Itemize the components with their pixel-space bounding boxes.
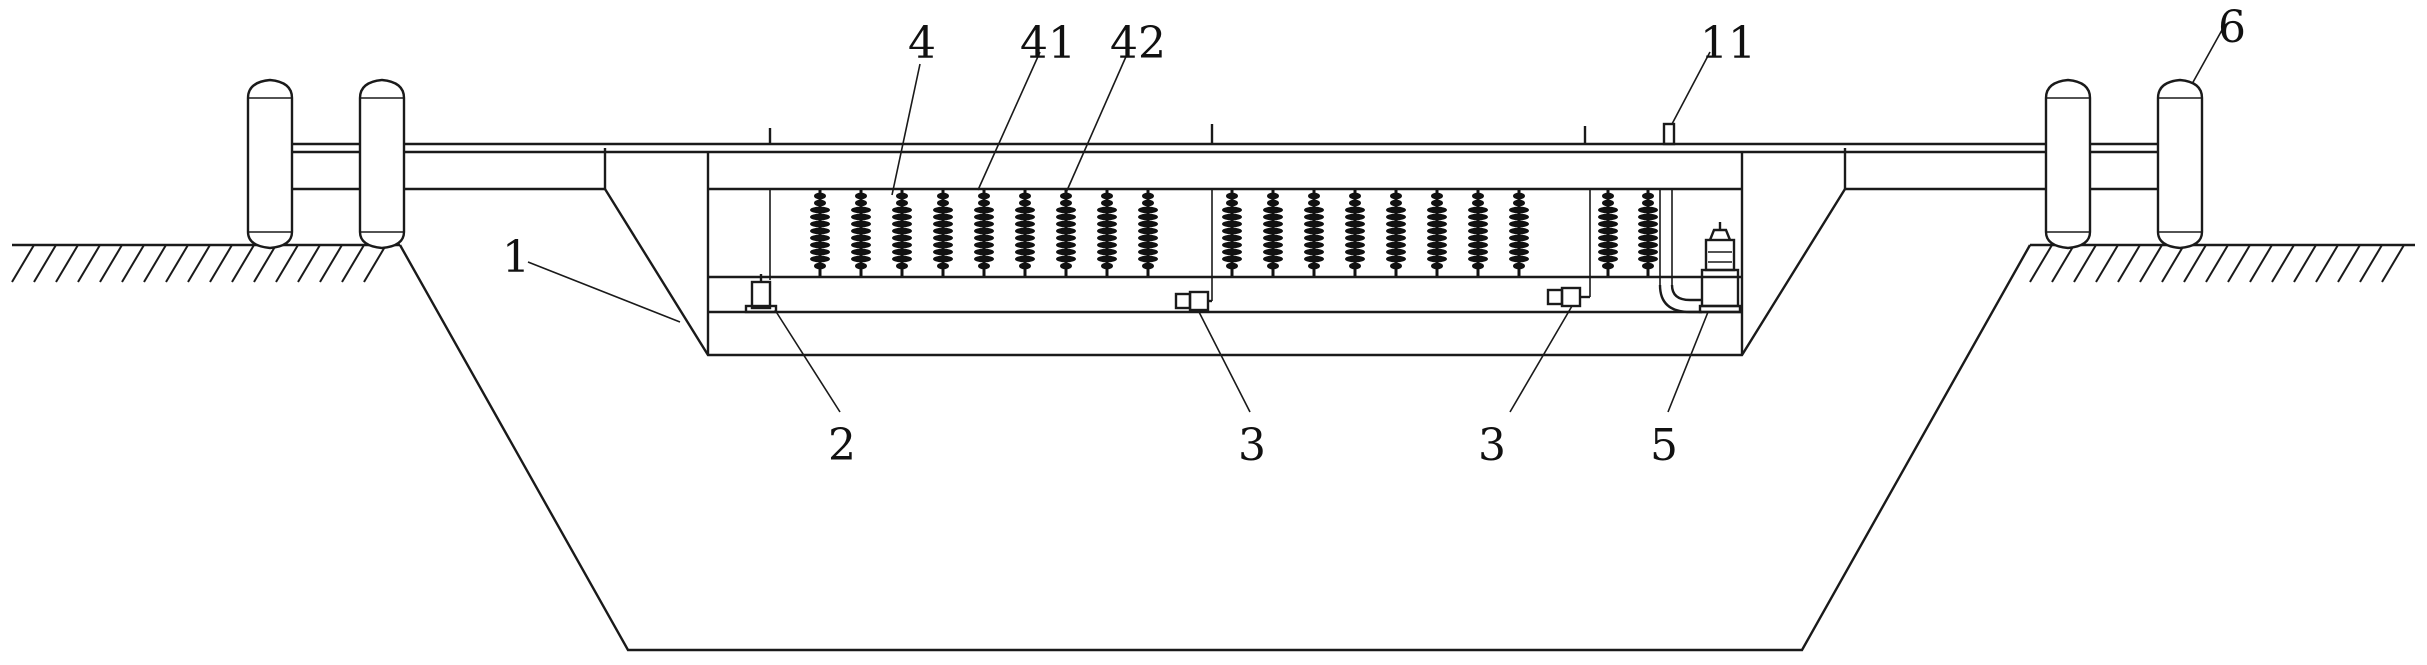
leader-lines [527, 29, 2223, 413]
ground-hatch-line [165, 244, 189, 283]
float-posts [246, 78, 2204, 250]
deck-stubs [768, 124, 1587, 144]
ground-hatch-line [363, 244, 387, 283]
filler-coil [933, 190, 953, 276]
label-42: 42 [1110, 18, 1166, 69]
label-11: 11 [1700, 18, 1756, 69]
ground-hatch-line [253, 244, 277, 283]
ground-hatch-line [187, 244, 211, 283]
filler-coil [1222, 190, 1242, 276]
label-41: 41 [1020, 18, 1076, 69]
ground-left [11, 243, 400, 283]
ground-hatch-line [2205, 244, 2229, 283]
filler-coil [1427, 190, 1447, 276]
label-2: 2 [828, 420, 856, 471]
filler-coil [1509, 190, 1529, 276]
filler-coil [1386, 190, 1406, 276]
float-post [2156, 78, 2204, 250]
ground-hatch-line [2293, 244, 2317, 283]
label-1: 1 [502, 232, 530, 283]
ground-hatch-line [143, 244, 167, 283]
ground-hatch-line [121, 244, 145, 283]
ground-hatch-line [275, 244, 299, 283]
aerator-left [1174, 277, 1213, 312]
filler-coil [1598, 190, 1618, 276]
filler-coil [1015, 190, 1035, 276]
ground-hatch-line [2117, 244, 2141, 283]
float-post [2044, 78, 2092, 250]
submersible-pump [1658, 222, 1742, 314]
biofilm-filler-group [810, 190, 1658, 276]
left-pump [744, 274, 778, 314]
ground-hatch-line [2051, 244, 2075, 283]
ground-hatch-line [2183, 244, 2207, 283]
ground-hatch-line [11, 244, 35, 283]
filler-coil [1138, 190, 1158, 276]
ground-hatch-line [2073, 244, 2097, 283]
ground-hatch-line [2359, 244, 2383, 283]
filler-coil [1263, 190, 1283, 276]
excavation-pit [398, 244, 2032, 652]
ground-hatch-line [2029, 244, 2053, 283]
ground-hatch-line [2139, 244, 2163, 283]
filler-coil [1097, 190, 1117, 276]
float-post [246, 78, 294, 250]
ground-hatch-line [2381, 244, 2405, 283]
ground-right [2029, 243, 2415, 283]
filler-coil [892, 190, 912, 276]
ground-hatch-line [33, 244, 57, 283]
ground-hatch-line [2161, 244, 2185, 283]
filler-coil [1056, 190, 1076, 276]
ground-hatch-line [319, 244, 343, 283]
filler-coil [1345, 190, 1365, 276]
ground-hatch-line [99, 244, 123, 283]
ground-hatch-line [297, 244, 321, 283]
filler-coil [1304, 190, 1324, 276]
ground-hatch-line [341, 244, 365, 283]
ground-hatch-line [2315, 244, 2339, 283]
ground-hatch-line [2095, 244, 2119, 283]
ground-hatch-line [231, 244, 255, 283]
filler-coil [810, 190, 830, 276]
ground-hatch-line [2271, 244, 2295, 283]
ground-hatch-line [2227, 244, 2251, 283]
label-3-right: 3 [1478, 420, 1506, 471]
label-5: 5 [1650, 420, 1678, 471]
filler-coil [851, 190, 871, 276]
tank-body [603, 152, 1847, 357]
filler-coil [1638, 190, 1658, 276]
vent-pipe [1662, 122, 1676, 146]
ground-hatch-line [2337, 244, 2361, 283]
ground-hatch-line [77, 244, 101, 283]
ground-hatch-line [2249, 244, 2273, 283]
ground-hatch-line [55, 244, 79, 283]
float-post [358, 78, 406, 250]
ground-hatch-line [209, 244, 233, 283]
filler-coil [974, 190, 994, 276]
filler-coil [1468, 190, 1488, 276]
aerator-right [1546, 277, 1591, 308]
deck-beam [262, 142, 2160, 191]
label-4: 4 [908, 18, 936, 69]
label-3-left: 3 [1238, 420, 1266, 471]
label-6: 6 [2218, 2, 2246, 53]
